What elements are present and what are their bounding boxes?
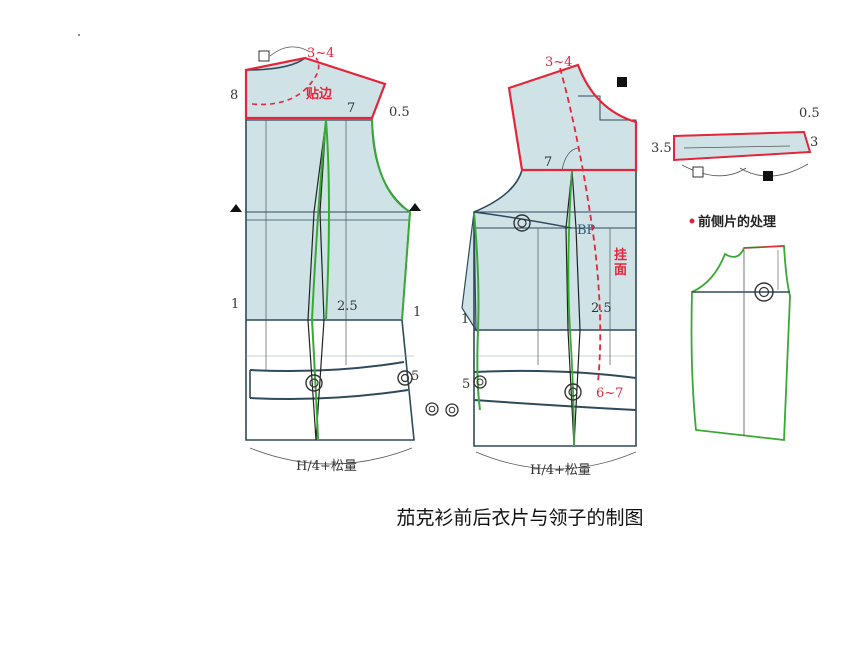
figure-caption: 茄克衫前后衣片与领子的制图: [396, 507, 644, 529]
back-red-yoke: [244, 56, 387, 120]
back-band-top: [249, 361, 405, 372]
back-facing-label: 贴边: [306, 86, 333, 102]
side-panel-title: 前侧片的处理: [698, 214, 776, 230]
back-pocket-offset-label: 5: [411, 369, 419, 384]
triangle-marker-left: [230, 204, 242, 212]
front-facing-label-2: 面: [614, 263, 627, 278]
side-panel-button-inner: [758, 286, 770, 298]
back-band-bottom: [249, 389, 409, 400]
front-width-formula-label: H/4+松量: [530, 463, 591, 478]
front-red-yoke: [507, 63, 638, 172]
back-yoke-height-label: 8: [230, 88, 238, 103]
front-dart-amount-label: 2.5: [591, 301, 612, 316]
square-marker-filled: [617, 77, 627, 87]
side-panel-bullet: [689, 218, 695, 224]
loose-buttons: [425, 402, 459, 417]
back-hem-arc: [249, 447, 413, 465]
front-piece: 3~4 7 BP 挂 面 1 2.5 5 6~7 H/4+松量: [461, 55, 638, 478]
collar-left-height-label: 3.5: [651, 141, 672, 156]
collar-red-outline: [673, 130, 812, 162]
stray-dot: [78, 34, 80, 36]
front-hem-side-label: 1: [461, 312, 469, 327]
back-yoke-point-label: 7: [347, 101, 355, 116]
back-side-right-label: 1: [413, 305, 421, 320]
front-band-top: [473, 369, 637, 379]
front-shoulder-ease-label: 3~4: [545, 55, 572, 70]
back-button-right: [397, 370, 413, 386]
front-hem-arc: [475, 451, 637, 470]
front-yoke-point-label: 7: [544, 155, 552, 170]
collar-square-hollow: [692, 166, 704, 178]
back-dart-amount-label: 2.5: [337, 299, 358, 314]
front-button-top: [513, 214, 531, 232]
loose-button-2-inner: [448, 406, 456, 414]
back-button-left-inner: [309, 378, 319, 388]
back-green-side: [371, 117, 412, 321]
collar-arc-left: [681, 164, 747, 177]
front-facing-curve: [559, 67, 602, 383]
back-button-left: [305, 374, 323, 392]
front-yoke-arc: [561, 147, 579, 171]
triangle-marker-right: [409, 203, 421, 211]
front-facing-width-label: 6~7: [596, 386, 623, 401]
back-dart-dark-2: [315, 119, 327, 441]
front-band-bottom: [473, 399, 637, 411]
collar-guide: [683, 145, 791, 149]
back-button-right-inner: [400, 373, 410, 383]
back-green-seam-2: [325, 119, 330, 321]
back-hem-side-label: 1: [231, 297, 239, 312]
front-button-top-inner: [517, 218, 527, 228]
loose-button-1: [425, 402, 439, 416]
side-panel-button: [754, 282, 774, 302]
front-button-bottom-inner: [568, 387, 578, 397]
collar-piece: 0.5 3 3.5: [651, 106, 820, 181]
front-pocket-offset-label: 5: [462, 377, 470, 392]
front-button-band: [473, 375, 487, 389]
front-dart-dark-2: [571, 169, 581, 447]
back-piece: 3~4 贴边 8 7 0.5 1 2.5 1 5 H/4+松量: [230, 46, 421, 474]
back-shoulder-ease-label: 3~4: [307, 46, 334, 61]
back-width-formula-label: H/4+松量: [296, 459, 357, 474]
back-green-seam: [310, 119, 327, 441]
collar-right-top-label: 0.5: [799, 106, 820, 121]
loose-button-2: [445, 403, 459, 417]
square-marker-hollow: [258, 50, 270, 62]
collar-right-height-label: 3: [810, 135, 818, 150]
front-body-fill: [474, 65, 636, 330]
side-panel-outline: [690, 245, 791, 442]
front-button-bottom: [564, 383, 582, 401]
back-top-arc: [269, 46, 311, 57]
front-green-dart: [567, 169, 575, 447]
collar-arc-right: [739, 163, 809, 177]
loose-button-1-inner: [428, 405, 436, 413]
side-panel: 前侧片的处理: [689, 214, 791, 442]
front-facing-label-1: 挂: [614, 247, 627, 263]
back-neckline: [245, 57, 306, 71]
front-bust-point-label: BP: [577, 223, 596, 238]
side-panel-top-red: [743, 245, 785, 249]
collar-square-filled: [763, 171, 773, 181]
front-button-band-inner: [476, 378, 484, 386]
back-shoulder-adj-label: 0.5: [389, 105, 410, 120]
front-flap-fill: [461, 211, 477, 333]
